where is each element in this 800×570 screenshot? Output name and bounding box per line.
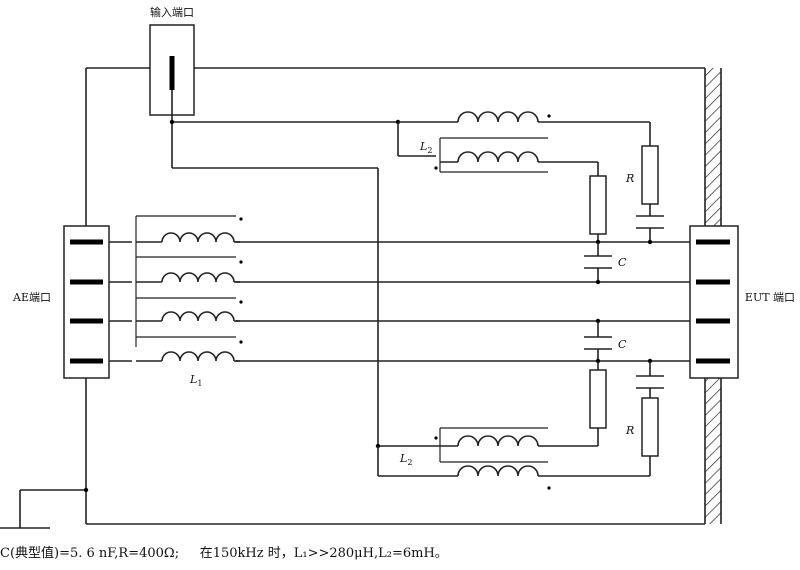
l2-top-label: L2 — [419, 140, 432, 155]
input-wiring — [169, 119, 458, 477]
rc-network-bottom: C R — [584, 318, 664, 476]
r-top-label: R — [625, 172, 634, 185]
input-port-label: 输入端口 — [150, 5, 194, 19]
eut-port-label: EUT 端口 — [745, 291, 795, 304]
eut-port: EUT 端口 — [689, 225, 795, 379]
l1-label: L1 — [189, 373, 202, 388]
rc-network-top: C R — [584, 122, 664, 285]
ae-port-label: AE端口 — [12, 291, 51, 304]
c-top-label: C — [618, 256, 627, 269]
enclosure — [85, 67, 705, 525]
c-bottom-label: C — [618, 338, 627, 351]
ground-wall — [704, 68, 722, 524]
earth-ground — [0, 487, 89, 529]
ae-port: AE端口 — [12, 225, 110, 379]
component-values-caption: C(典型值)=5. 6 nF,R=400Ω; 在150kHz 时，L₁>>280… — [0, 546, 448, 561]
r-bottom-label: R — [625, 424, 634, 437]
input-port: 输入端口 — [149, 5, 195, 168]
l1-choke: L1 — [132, 215, 243, 388]
l2-choke-top: L2 — [395, 111, 650, 173]
l2-bottom-label: L2 — [399, 452, 412, 467]
l2-choke-bottom: L2 — [399, 427, 650, 490]
